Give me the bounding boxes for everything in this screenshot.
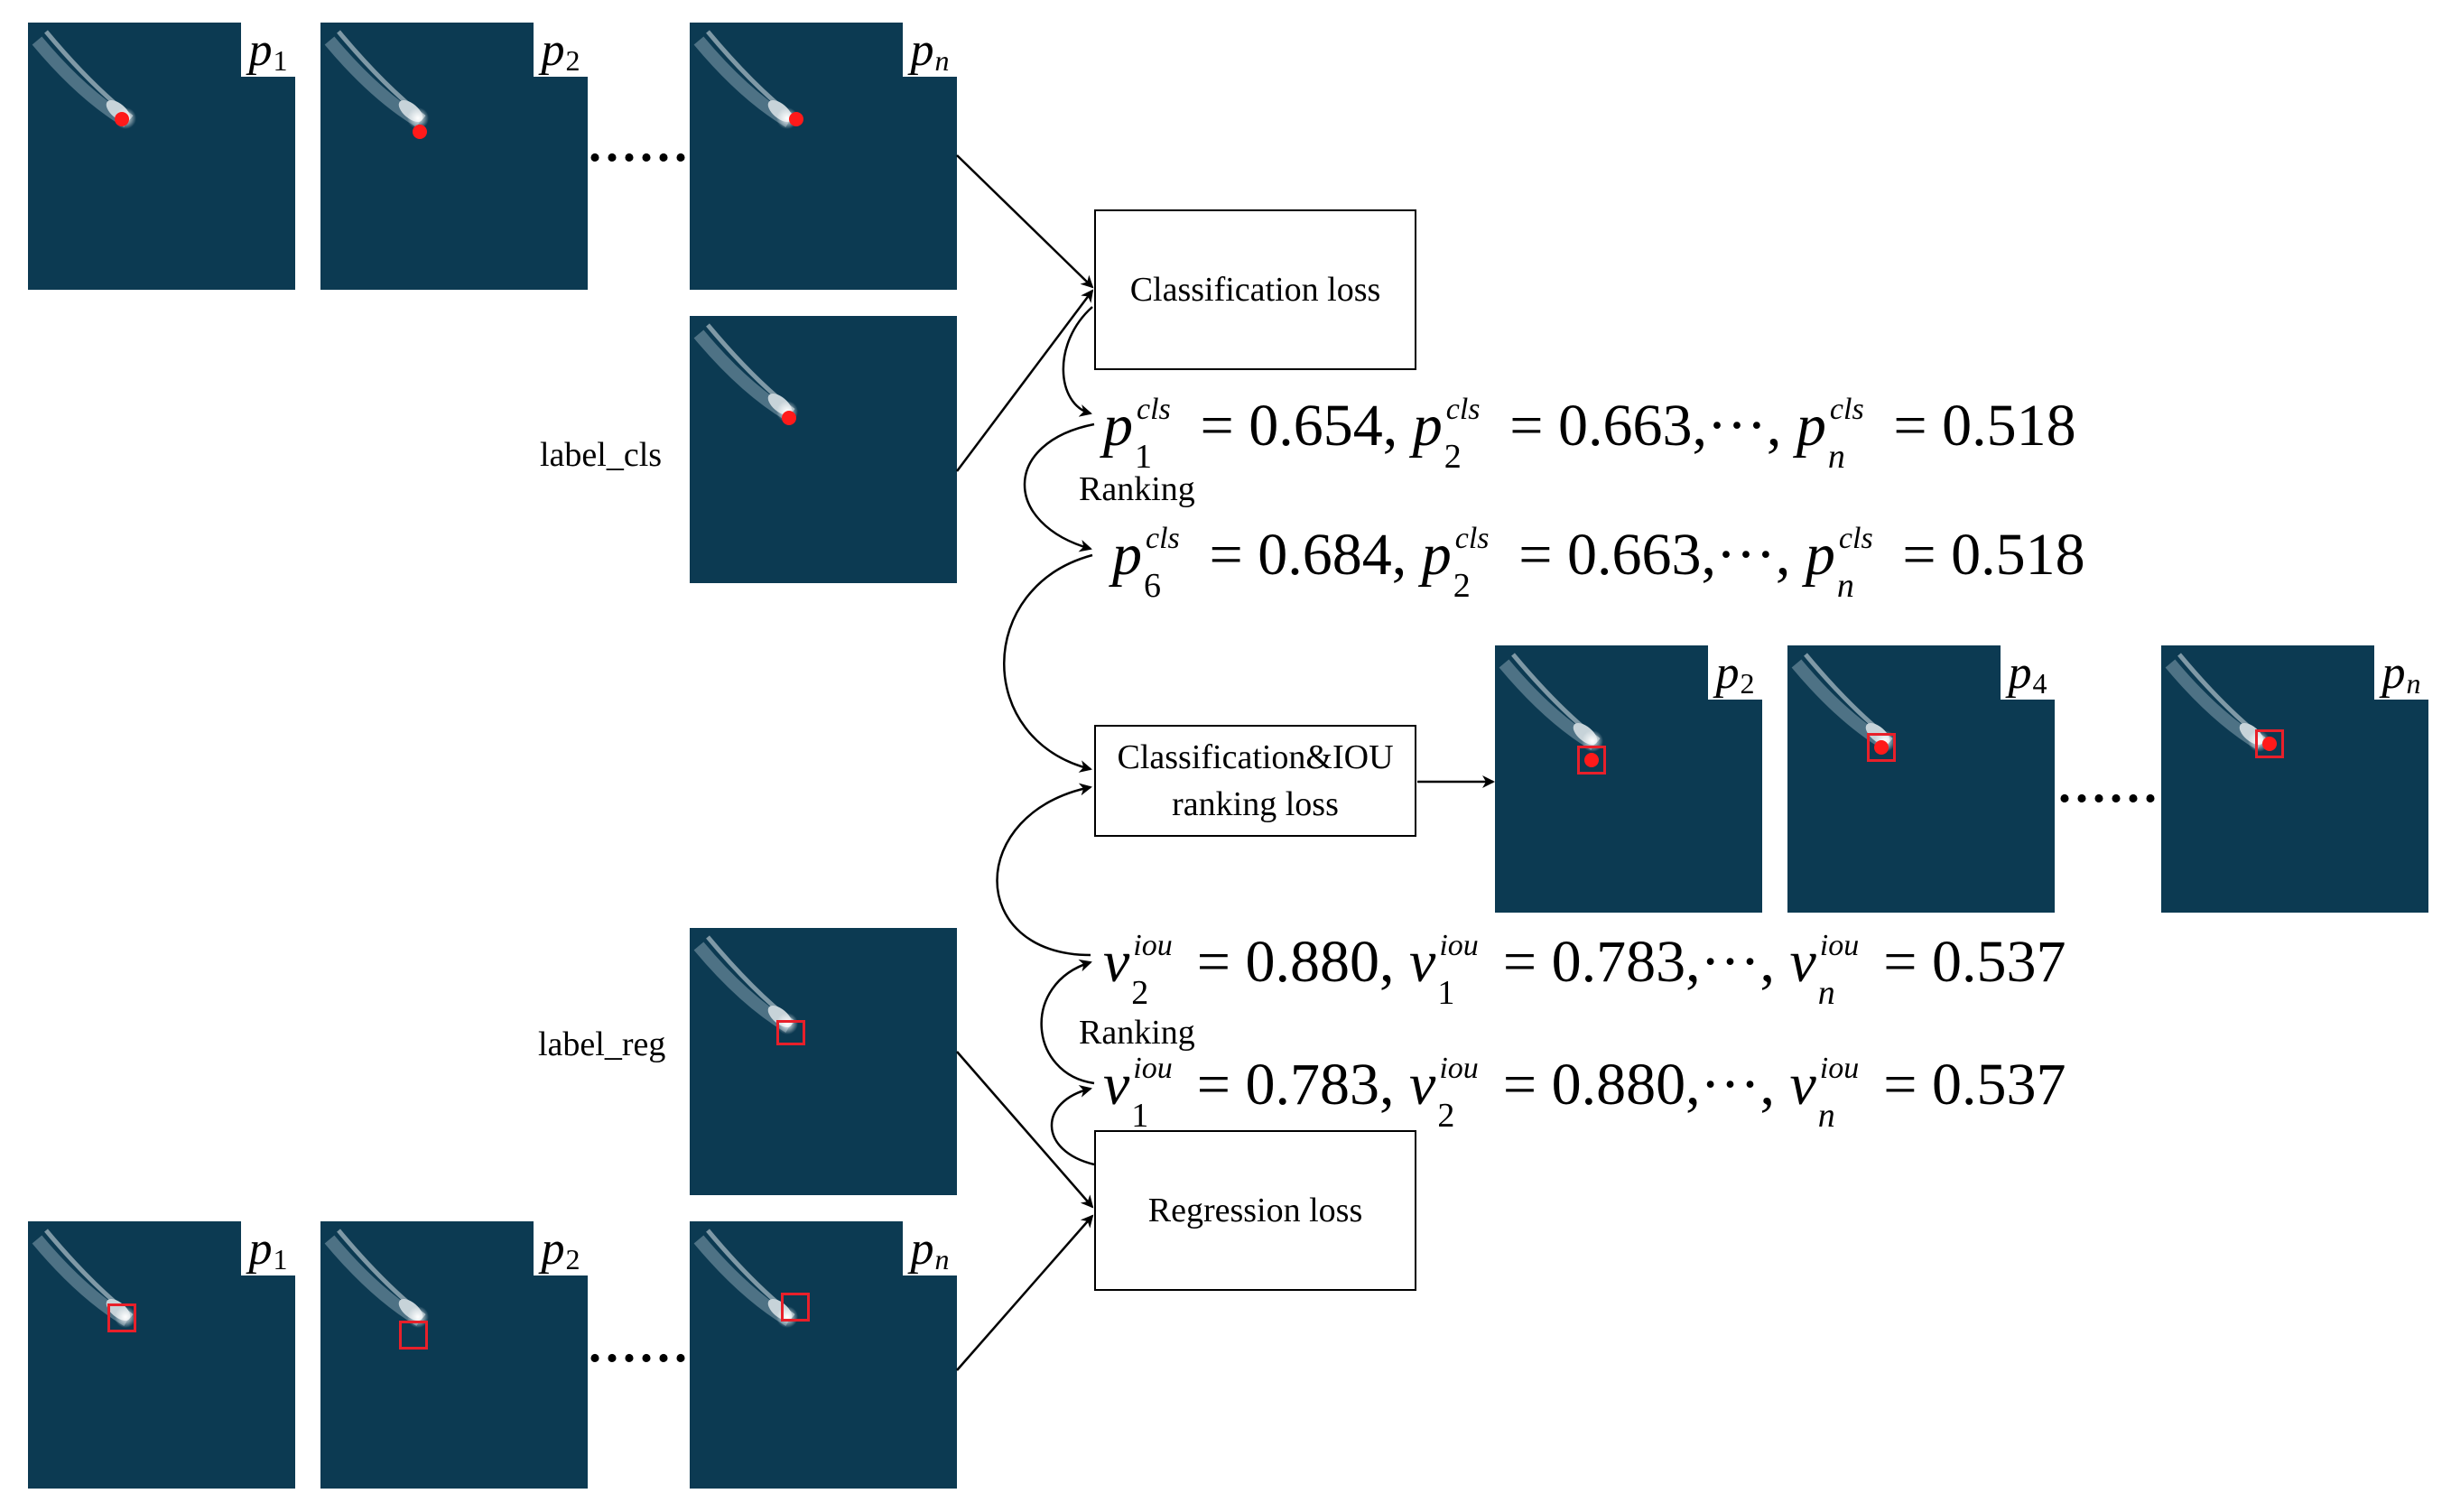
ship-wake-image: [32, 1229, 136, 1328]
arrow-pn-to-reg-loss: [956, 1214, 1094, 1371]
label-reg-text: label_reg: [538, 1025, 666, 1063]
tile-label-pn: pn: [2374, 645, 2428, 700]
tile-label-p1: p1: [241, 23, 295, 77]
arrow-label-reg-to-reg-loss: [956, 1051, 1094, 1209]
result-tile-p4: p4: [1787, 645, 2055, 913]
keypoint-marker: [2262, 737, 2277, 751]
keypoint-marker: [782, 411, 796, 425]
keypoint-marker: [115, 112, 129, 126]
arrow-cls-to-ranking-loss: [1003, 553, 1093, 773]
keypoint-marker: [413, 125, 427, 139]
ellipsis-dots: ......: [589, 116, 692, 172]
bottom-tile-1: p1: [28, 1221, 295, 1489]
top-tile-n: pn: [690, 23, 957, 290]
arrow-rank-iou: [1040, 959, 1095, 1085]
classification-iou-ranking-loss-box: Classification&IOU ranking loss: [1094, 725, 1416, 837]
ship-wake-image: [324, 1229, 429, 1328]
keypoint-marker: [1874, 740, 1889, 755]
ship-wake-image: [1499, 653, 1603, 752]
bbox-marker: [399, 1321, 428, 1350]
regression-loss-box: Regression loss: [1094, 1130, 1416, 1291]
result-tile-p2: p2: [1495, 645, 1762, 913]
label-cls-tile: [690, 316, 957, 583]
top-tile-2: p2: [320, 23, 588, 290]
tile-label-pn: pn: [903, 1221, 957, 1275]
classification-loss-box: Classification loss: [1094, 209, 1416, 370]
ellipsis-dots: ......: [589, 1317, 692, 1373]
bottom-tile-2: p2: [320, 1221, 588, 1489]
bbox-marker: [1577, 746, 1606, 775]
bbox-marker: [776, 1020, 805, 1045]
top-tile-1: p1: [28, 23, 295, 290]
label-reg-tile: [690, 928, 957, 1195]
tile-label-pn: pn: [903, 23, 957, 77]
arrow-iou-to-ranking-loss: [996, 783, 1092, 957]
label-cls-text: label_cls: [540, 436, 663, 474]
bbox-marker: [781, 1293, 810, 1322]
arrow-rank-cls: [1023, 422, 1095, 552]
keypoint-marker: [1584, 753, 1599, 767]
arrow-cls-loss-to-scores: [1062, 306, 1093, 417]
bbox-marker: [107, 1303, 136, 1332]
ranking-label-cls: Ranking: [1079, 470, 1195, 508]
ranking-label-iou: Ranking: [1079, 1014, 1195, 1052]
tile-label-p4: p4: [2001, 645, 2055, 700]
tile-label-p1: p1: [241, 1221, 295, 1275]
arrow-label-cls-to-cls-loss: [956, 289, 1094, 472]
result-tile-pn: pn: [2161, 645, 2428, 913]
arrow-reg-loss-to-scores: [1050, 1085, 1095, 1166]
arrow-pn-to-cls-loss: [956, 154, 1094, 289]
tile-label-p2: p2: [1708, 645, 1762, 700]
tile-label-p2: p2: [534, 23, 588, 77]
bbox-marker: [2255, 729, 2284, 758]
ellipsis-dots: ......: [2058, 757, 2161, 813]
tile-label-p2: p2: [534, 1221, 588, 1275]
bbox-marker: [1867, 733, 1896, 762]
keypoint-marker: [789, 112, 803, 126]
ship-wake-image: [324, 30, 429, 129]
bottom-tile-n: pn: [690, 1221, 957, 1489]
